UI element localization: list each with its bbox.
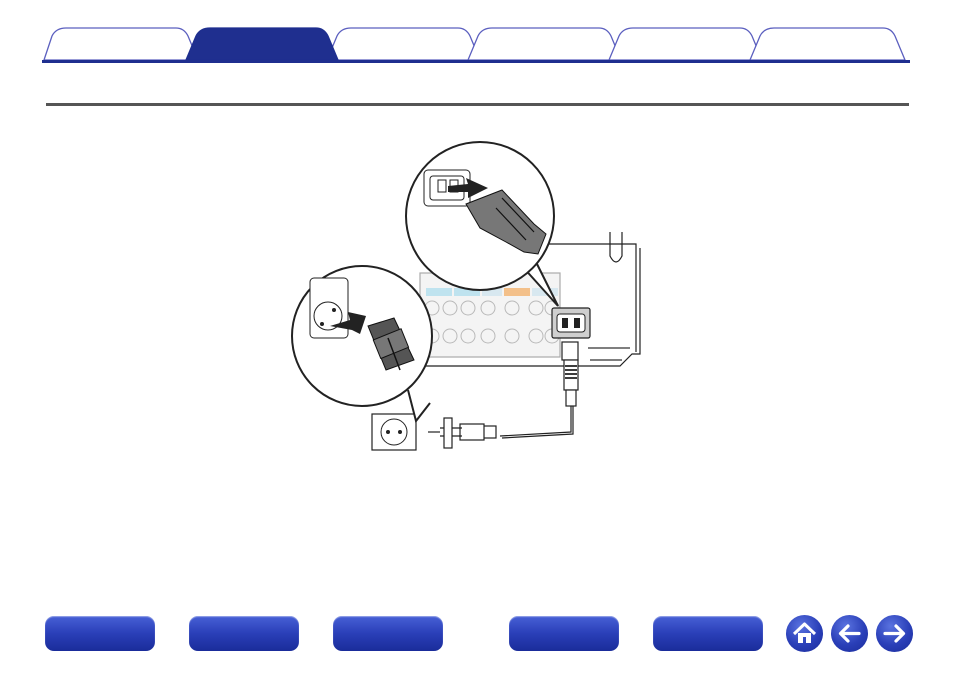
back-button[interactable] (831, 615, 868, 652)
ac-inlet-icon (551, 307, 591, 339)
tab-contents[interactable] (46, 28, 194, 60)
power-cord-icon (428, 341, 579, 449)
header-divider (42, 60, 910, 63)
footer-button-index[interactable] (653, 616, 763, 651)
section-divider (46, 103, 909, 106)
footer-button-remote[interactable] (509, 616, 619, 651)
back-arrow-icon (838, 624, 861, 643)
power-connection-illustration (290, 138, 660, 458)
tab-playback[interactable] (331, 28, 475, 60)
footer-button-rear-panel[interactable] (333, 616, 443, 651)
footer-button-display[interactable] (189, 616, 299, 651)
home-icon (792, 622, 817, 643)
tab-tips[interactable] (613, 28, 757, 60)
inlet-callout (405, 141, 559, 307)
wall-outlet-icon (371, 413, 417, 451)
plug-callout (291, 265, 433, 424)
forward-button[interactable] (876, 615, 913, 652)
forward-arrow-icon (883, 624, 906, 643)
power-plug-icon (367, 317, 415, 371)
footer-button-front-panel[interactable] (45, 616, 155, 651)
tab-shapes (43, 27, 906, 61)
home-button[interactable] (786, 615, 823, 652)
top-tab-bar (0, 0, 954, 64)
tab-connections[interactable] (190, 28, 334, 60)
tab-settings[interactable] (472, 28, 616, 60)
tab-appendix[interactable] (754, 28, 902, 60)
